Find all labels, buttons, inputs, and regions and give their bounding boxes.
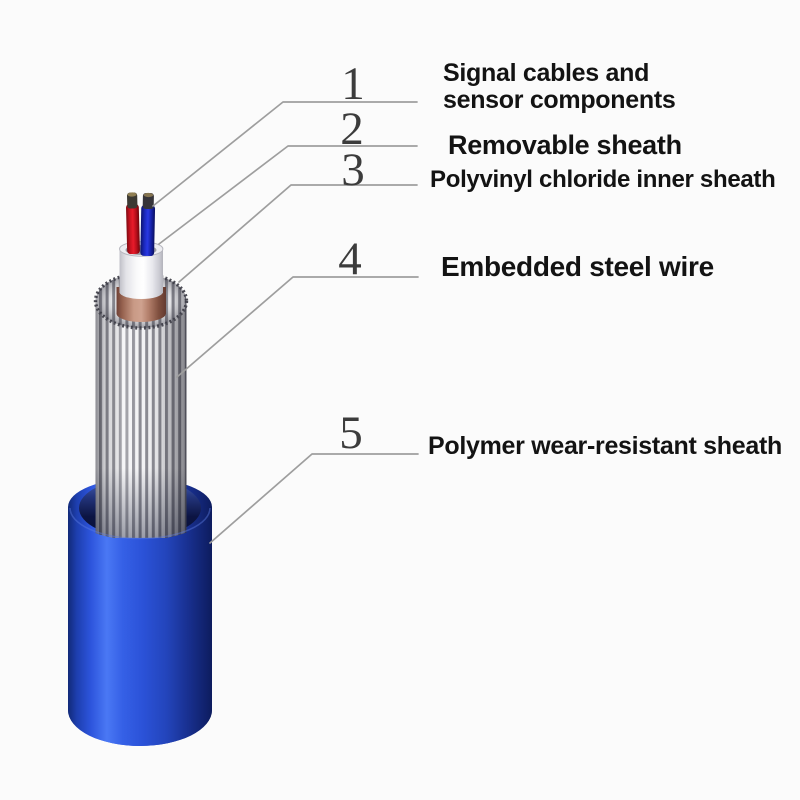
callout-label-polymer-sheath: Polymer wear-resistant sheath xyxy=(428,432,782,460)
callout-label-signal-cables: Signal cables and sensor components xyxy=(443,59,676,114)
callout-number-1: 1 xyxy=(341,58,365,110)
leader-line-5 xyxy=(209,453,419,544)
signal-wire-blue xyxy=(140,192,156,257)
callout-label-removable-sheath: Removable sheath xyxy=(448,130,682,160)
callout-label-embedded-steel-wire: Embedded steel wire xyxy=(441,251,714,282)
steel-wire-layer xyxy=(95,300,187,538)
outer-sheath-front xyxy=(68,508,212,746)
callout-number-5: 5 xyxy=(339,407,363,459)
leader-line-2 xyxy=(158,145,418,245)
cable-graphic xyxy=(68,192,212,746)
leader-line-4 xyxy=(176,276,419,378)
callout-number-4: 4 xyxy=(338,233,362,285)
callout-label-pvc-inner-sheath: Polyvinyl chloride inner sheath xyxy=(430,166,776,193)
leader-line-1 xyxy=(152,101,418,207)
outer-sheath-rim-edge xyxy=(69,507,211,540)
callout-label-line: Signal cables and xyxy=(443,59,650,87)
callout-number-3: 3 xyxy=(341,144,365,196)
callout-label-line: sensor components xyxy=(443,86,676,114)
callout-number-2: 2 xyxy=(340,103,364,155)
leader-line-3 xyxy=(178,184,418,283)
signal-wire-red xyxy=(126,192,140,255)
